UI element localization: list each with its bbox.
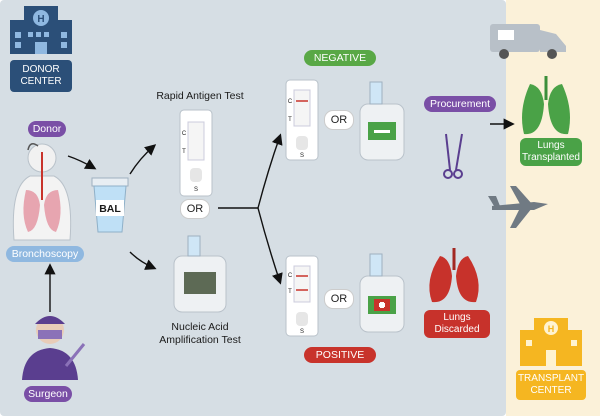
or-main-label: OR [180, 199, 210, 219]
transplant-center-label: TRANSPLANT CENTER [516, 370, 586, 400]
negative-pill: NEGATIVE [304, 50, 376, 66]
bal-label: BAL [99, 203, 121, 215]
lungs-transplanted-box: Lungs Transplanted [520, 138, 582, 166]
naat-label: Nucleic Acid Amplification Test [140, 321, 260, 347]
airplane-icon [488, 186, 548, 228]
neg-test-t: T [288, 117, 292, 123]
lungs-transplanted-icon [522, 76, 570, 135]
scissors-icon [443, 133, 463, 179]
test-strip-icon [179, 109, 213, 197]
transplant-center-line1: TRANSPLANT [517, 373, 585, 384]
lungs-transplanted-line2: Transplanted [522, 152, 580, 163]
positive-test-strip-icon [285, 255, 319, 337]
lungs-discarded-line1: Lungs [443, 312, 471, 323]
procurement-pill: Procurement [424, 96, 496, 112]
rapid-test-t: T [182, 149, 186, 155]
transplant-center-line2: CENTER [530, 385, 572, 396]
flow-arrows [44, 118, 515, 312]
lungs-discarded-line2: Discarded [434, 324, 480, 335]
analyzer-device-icon [173, 235, 227, 313]
positive-pill: POSITIVE [304, 347, 376, 363]
svg-text:H: H [37, 14, 44, 25]
surgeon-icon [22, 316, 86, 380]
bronchoscopy-pill: Bronchoscopy [6, 246, 84, 262]
naat-line2: Amplification Test [159, 334, 241, 346]
neg-test-c: C [287, 99, 293, 105]
positive-analyzer-icon [359, 253, 405, 333]
transplant-hospital-icon: H [520, 318, 582, 366]
rapid-test-c: C [181, 131, 187, 137]
naat-line1: Nucleic Acid [171, 321, 229, 333]
rapid-test-s: S [193, 187, 198, 193]
surgeon-pill: Surgeon [24, 386, 72, 402]
pos-test-t: T [288, 289, 292, 295]
ambulance-icon [490, 24, 566, 59]
donor-center-line1: DONOR [22, 64, 60, 75]
rapid-antigen-test-label: Rapid Antigen Test [156, 90, 244, 102]
lungs-discarded-box: Lungs Discarded [424, 310, 490, 338]
or-negative-label: OR [324, 110, 354, 130]
svg-text:H: H [548, 324, 555, 334]
lungs-transplanted-line1: Lungs [537, 140, 565, 151]
negative-analyzer-icon [359, 81, 405, 161]
donor-hospital-icon: H [10, 6, 72, 54]
pos-test-s: S [299, 329, 304, 335]
specimen-cup-icon [91, 177, 129, 233]
negative-test-strip-icon [285, 79, 319, 161]
or-positive-label: OR [324, 289, 354, 309]
donor-body-icon [12, 143, 72, 241]
lungs-discarded-icon [429, 248, 479, 303]
pos-test-c: C [287, 273, 293, 279]
donor-center-label: DONOR CENTER [10, 60, 72, 92]
neg-test-s: S [299, 153, 304, 159]
donor-center-line2: CENTER [20, 76, 62, 87]
donor-pill: Donor [28, 121, 66, 137]
